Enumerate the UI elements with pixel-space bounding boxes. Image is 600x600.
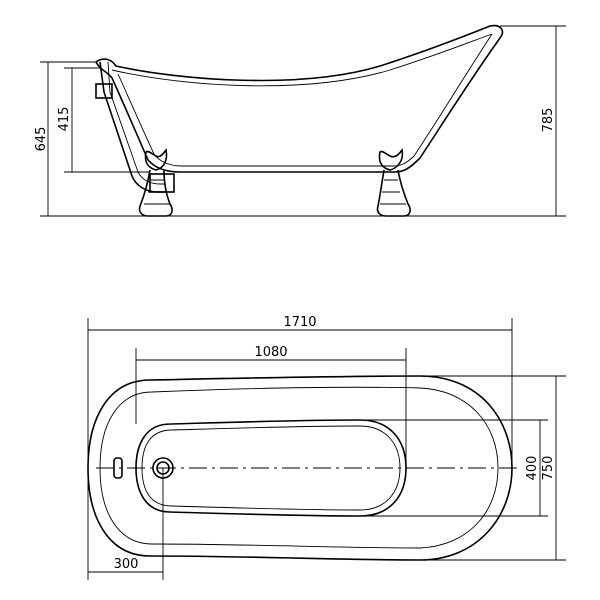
top-view: 1710 1080 750 400 300 xyxy=(87,315,566,580)
tub-basin xyxy=(135,419,407,517)
dim-overall-width: 750 xyxy=(541,456,556,481)
faucet-valve xyxy=(95,83,113,99)
tub-inner-rim xyxy=(111,33,493,87)
faucet-pipe-inner xyxy=(107,61,166,185)
tub-outer-profile xyxy=(94,24,504,173)
tub-basin-inner xyxy=(141,425,401,511)
claw-foot-right xyxy=(376,147,411,217)
tub-inner-body xyxy=(117,33,493,167)
claw-foot-left xyxy=(138,147,173,217)
tub-rim-inner xyxy=(99,386,499,549)
dim-faucet-height: 415 xyxy=(57,107,72,132)
dim-overall-height: 785 xyxy=(541,108,556,133)
dim-drain-offset: 300 xyxy=(114,557,139,572)
dim-inner-length: 1080 xyxy=(254,345,287,360)
dim-inner-width: 400 xyxy=(525,456,540,481)
dim-rim-height: 645 xyxy=(34,127,49,152)
dim-overall-length: 1710 xyxy=(283,315,316,330)
side-view: 645 415 785 xyxy=(34,24,566,217)
